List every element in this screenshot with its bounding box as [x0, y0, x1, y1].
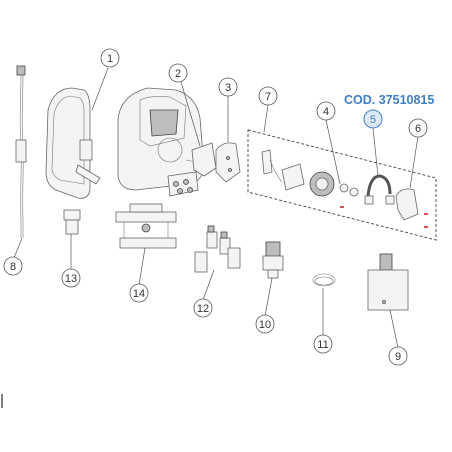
callout-3: 3: [218, 77, 238, 97]
callout-10: 10: [255, 314, 275, 334]
part-11-tubing: [312, 273, 336, 287]
svg-text:12: 12: [197, 303, 209, 315]
part-10-injector: [262, 241, 284, 279]
callout-12: 12: [193, 298, 213, 318]
part-2-side-panel: [191, 142, 217, 177]
callout-8: 8: [3, 256, 23, 276]
callout-13: 13: [61, 268, 81, 288]
callout-4: 4: [316, 101, 336, 121]
svg-text:1: 1: [107, 53, 113, 65]
part-9-module: [367, 253, 409, 311]
svg-text:13: 13: [65, 273, 77, 285]
callout-9: 9: [388, 346, 408, 366]
callout-2: 2: [168, 63, 188, 83]
part-14-clamp: [115, 203, 177, 249]
callout-11: 11: [313, 334, 333, 354]
svg-text:7: 7: [265, 91, 271, 103]
callout-6: 6: [408, 118, 428, 138]
svg-text:5: 5: [370, 114, 376, 126]
small-fittings-plate: [167, 171, 199, 197]
callout-5-highlighted: 5: [363, 109, 383, 129]
callout-14: 14: [129, 283, 149, 303]
svg-text:4: 4: [323, 106, 329, 118]
svg-text:2: 2: [175, 68, 181, 80]
svg-text:3: 3: [225, 82, 231, 94]
svg-text:9: 9: [395, 351, 401, 363]
callout-1: 1: [100, 48, 120, 68]
callout-7: 7: [258, 86, 278, 106]
svg-text:6: 6: [415, 123, 421, 135]
svg-text:11: 11: [317, 339, 328, 351]
part-8-power-cable: [15, 65, 27, 238]
svg-text:8: 8: [10, 261, 16, 273]
svg-text:10: 10: [259, 319, 271, 331]
part-3-bracket: [215, 142, 241, 183]
product-code-label: COD. 37510815: [344, 93, 434, 107]
part-12-sensors: [194, 225, 241, 273]
part-1-back-cover: [45, 87, 101, 199]
part-7-assembly-box: [247, 129, 437, 241]
leader-lines: [13, 67, 419, 349]
svg-text:14: 14: [133, 288, 145, 300]
part-13-fitting: [63, 209, 81, 235]
